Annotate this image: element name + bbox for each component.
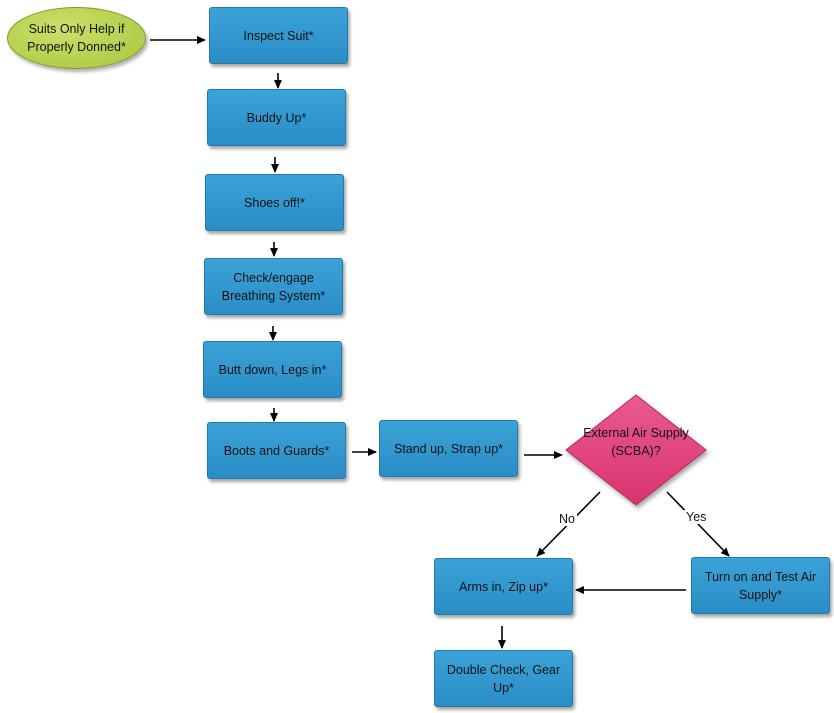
decision-diamond [565, 394, 707, 506]
step-shoes-off: Shoes off!* [205, 174, 344, 231]
step-inspect-suit-label: Inspect Suit* [243, 28, 314, 43]
step-stand-up: Stand up, Strap up* [379, 420, 518, 477]
decision-label: External Air Supply (SCBA)? [581, 422, 691, 462]
step-arms-in-label: Arms in, Zip up* [459, 579, 548, 594]
step-turn-on-air: Turn on and Test Air Supply* [691, 557, 830, 614]
step-boots-guards-label: Boots and Guards* [223, 443, 330, 458]
step-check-breathing: Check/engage Breathing System* [204, 258, 343, 315]
start-label: Suits Only Help if Properly Donned* [27, 22, 126, 54]
step-double-check: Double Check, Gear Up* [434, 650, 573, 707]
step-butt-down-label: Butt down, Legs in* [218, 362, 327, 377]
step-turn-on-air-label: Turn on and Test Air Supply* [704, 569, 817, 602]
step-shoes-off-label: Shoes off!* [244, 195, 305, 210]
step-inspect-suit: Inspect Suit* [209, 7, 348, 64]
start-oval: Suits Only Help if Properly Donned* [7, 7, 146, 69]
step-boots-guards: Boots and Guards* [207, 422, 346, 479]
step-butt-down: Butt down, Legs in* [203, 341, 342, 398]
step-check-breathing-label: Check/engage Breathing System* [221, 270, 326, 303]
decision-label-text: External Air Supply (SCBA)? [583, 426, 689, 458]
step-arms-in: Arms in, Zip up* [434, 558, 573, 615]
edge-label-yes: Yes [684, 510, 709, 524]
step-buddy-up: Buddy Up* [207, 89, 346, 146]
edge-label-no: No [557, 512, 577, 526]
arrow-decision-yes [666, 491, 730, 557]
step-stand-up-label: Stand up, Strap up* [393, 441, 504, 456]
step-double-check-label: Double Check, Gear Up* [446, 662, 561, 695]
step-buddy-up-label: Buddy Up* [246, 110, 307, 125]
